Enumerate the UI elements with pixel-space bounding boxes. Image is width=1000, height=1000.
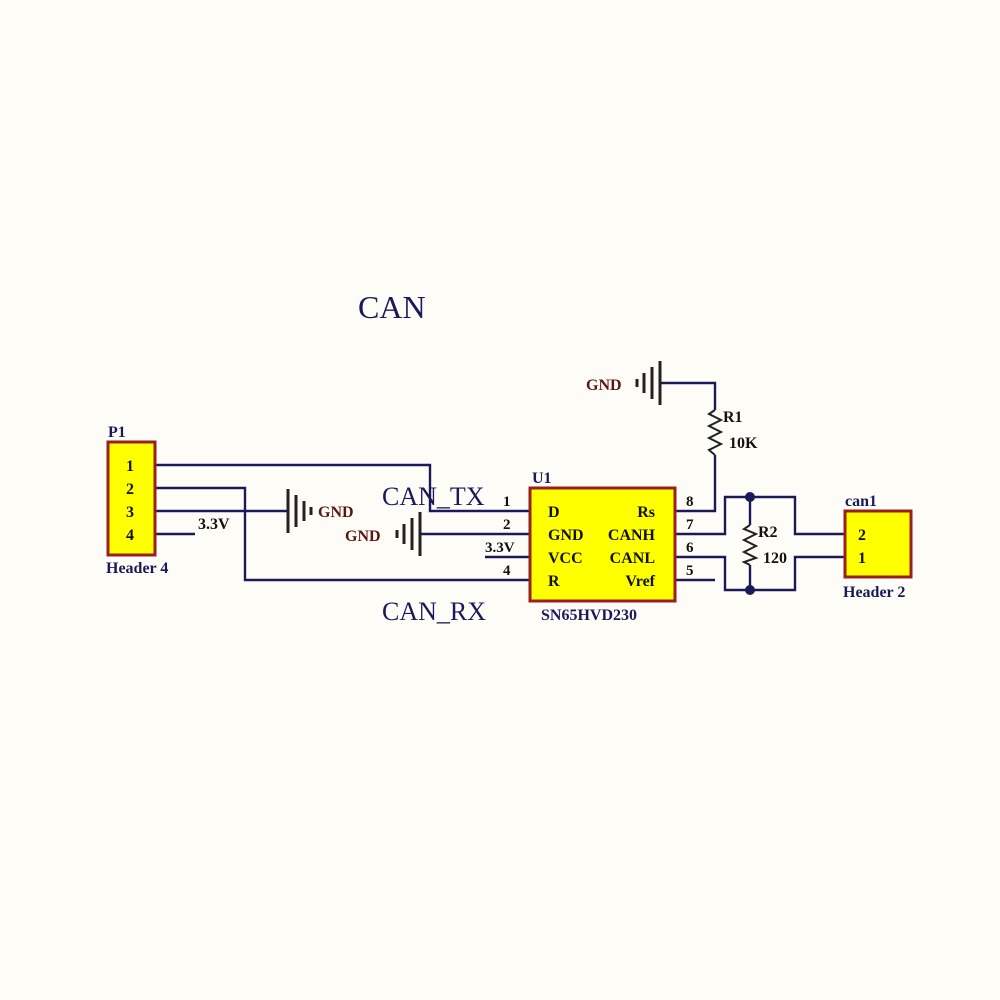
u1-pin-label: D <box>548 504 560 521</box>
can1-name: Header 2 <box>843 584 905 601</box>
wire-canh <box>675 495 845 536</box>
u1-body <box>528 486 677 603</box>
p1-body <box>106 440 157 557</box>
u1-pin-number: 1 <box>503 494 511 510</box>
r2-value: 120 <box>763 550 787 567</box>
can1-designator: can1 <box>845 493 877 510</box>
u1-pin-number: 5 <box>686 563 694 579</box>
schematic-title: CAN <box>358 289 426 325</box>
wire-rs-r1 <box>675 455 717 513</box>
u1-pin-number: 7 <box>686 517 694 533</box>
net-label-can-rx: CAN_RX <box>382 597 486 626</box>
p1-name: Header 4 <box>106 560 168 577</box>
wires <box>155 381 845 592</box>
can1-pin-label: 1 <box>858 550 866 567</box>
r2-zigzag <box>741 524 759 566</box>
u1-pin-number: 2 <box>503 517 511 533</box>
connector-can1: can1 2 1 Header 2 <box>843 493 913 601</box>
u1-pin-label: CANL <box>610 550 655 567</box>
u1-pin-number: 8 <box>686 494 694 510</box>
wire-can-rx <box>155 486 530 582</box>
gnd-label: GND <box>345 528 381 545</box>
u1-pin-label: R <box>548 573 560 590</box>
r1-zigzag <box>706 409 724 456</box>
gnd-label: GND <box>586 377 622 394</box>
ic-u1: U1 1 2 3.3V 4 D GND VCC R Rs CANH CANL V… <box>485 470 694 624</box>
gnd-symbol-u1: GND <box>345 512 422 556</box>
gnd-symbol-p1: GND <box>286 489 354 533</box>
wire-canl <box>675 555 845 592</box>
wire-can-tx <box>155 463 530 513</box>
net-label-can-tx: CAN_TX <box>382 482 485 511</box>
u1-designator: U1 <box>532 470 552 487</box>
gnd-label: GND <box>318 504 354 521</box>
gnd-symbol-r1: GND <box>586 361 662 405</box>
u1-pin-label: CANH <box>608 527 656 544</box>
junction-dot <box>745 492 755 502</box>
junction-dot <box>745 585 755 595</box>
u1-pin-label: Vref <box>625 573 655 590</box>
wire-r1-gnd <box>660 381 717 410</box>
p1-pin-label: 1 <box>126 458 134 475</box>
resistor-r1: R1 10K <box>706 409 758 456</box>
p1-designator: P1 <box>108 424 126 441</box>
u1-name: SN65HVD230 <box>541 607 637 624</box>
can1-pin-label: 2 <box>858 527 866 544</box>
p1-pin-label: 2 <box>126 481 134 498</box>
u1-pin-number: 4 <box>503 563 511 579</box>
u1-pin-label: Rs <box>637 504 655 521</box>
r1-designator: R1 <box>723 409 743 426</box>
r1-value: 10K <box>729 435 758 452</box>
connector-p1: P1 1 2 3 4 Header 4 <box>106 424 168 577</box>
u1-pin-number: 3.3V <box>485 540 515 556</box>
net-3v3-label: 3.3V <box>198 516 230 533</box>
resistor-r2: R2 120 <box>741 524 787 567</box>
p1-pin-label: 4 <box>126 527 134 544</box>
p1-pin-label: 3 <box>126 504 134 521</box>
u1-pin-label: GND <box>548 527 584 544</box>
can1-body <box>843 509 913 579</box>
r2-designator: R2 <box>758 524 778 541</box>
u1-pin-number: 6 <box>686 540 694 556</box>
u1-pin-label: VCC <box>548 550 583 567</box>
